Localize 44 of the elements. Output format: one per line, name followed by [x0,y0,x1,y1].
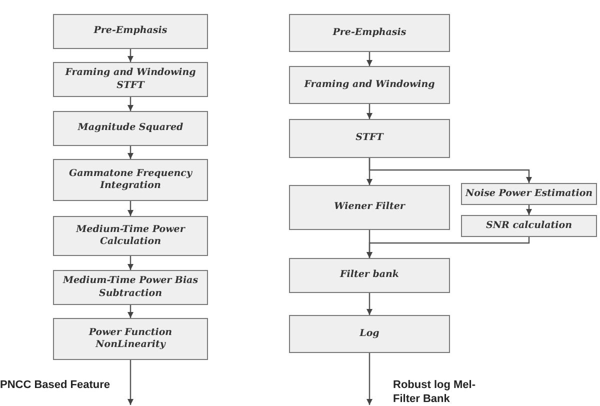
box-label: Medium-Time Power Calculation [74,224,186,248]
arrow [128,305,134,318]
arrow [128,256,134,270]
arrow [366,353,372,405]
process-box [289,258,450,293]
process-box [53,270,208,305]
arrow [366,52,372,66]
process-box [289,315,450,353]
box-label: SNR calculation [486,220,572,232]
arrow [366,293,372,315]
box-label: Power Function NonLinearity [88,326,174,352]
process-box [53,62,208,97]
arrow [526,205,532,215]
process-box [53,216,208,256]
box-label: Filter bank [340,269,399,282]
process-box [289,185,450,230]
box-label: Noise Power Estimation [465,188,593,200]
box-label: Pre-Emphasis [94,25,168,38]
process-box [289,119,450,158]
box-label: Gammatone Frequency Integration [68,168,194,192]
process-box [53,159,208,201]
process-box [289,14,450,52]
box-label: STFT [356,132,384,145]
process-box [53,111,208,146]
arrow [128,360,134,405]
box-label: Magnitude Squared [78,122,184,135]
box-label: Framing and Windowing STFT [64,67,197,92]
arrow [366,104,372,119]
box-label: Framing and Windowing [304,78,435,92]
arrow [368,158,532,183]
process-box [53,14,208,49]
box-label: Wiener Filter [334,201,405,214]
arrow [128,97,134,111]
arrow [366,237,530,258]
process-box [461,215,597,237]
box-label: Medium-Time Power Bias Subtraction [62,275,200,300]
arrow [128,201,134,216]
arrow [128,49,134,62]
process-box [53,318,208,360]
box-label: Pre-Emphasis [332,26,406,40]
box-label: Log [360,328,380,340]
arrow [128,146,134,159]
process-box [461,183,597,205]
process-box [289,66,450,104]
